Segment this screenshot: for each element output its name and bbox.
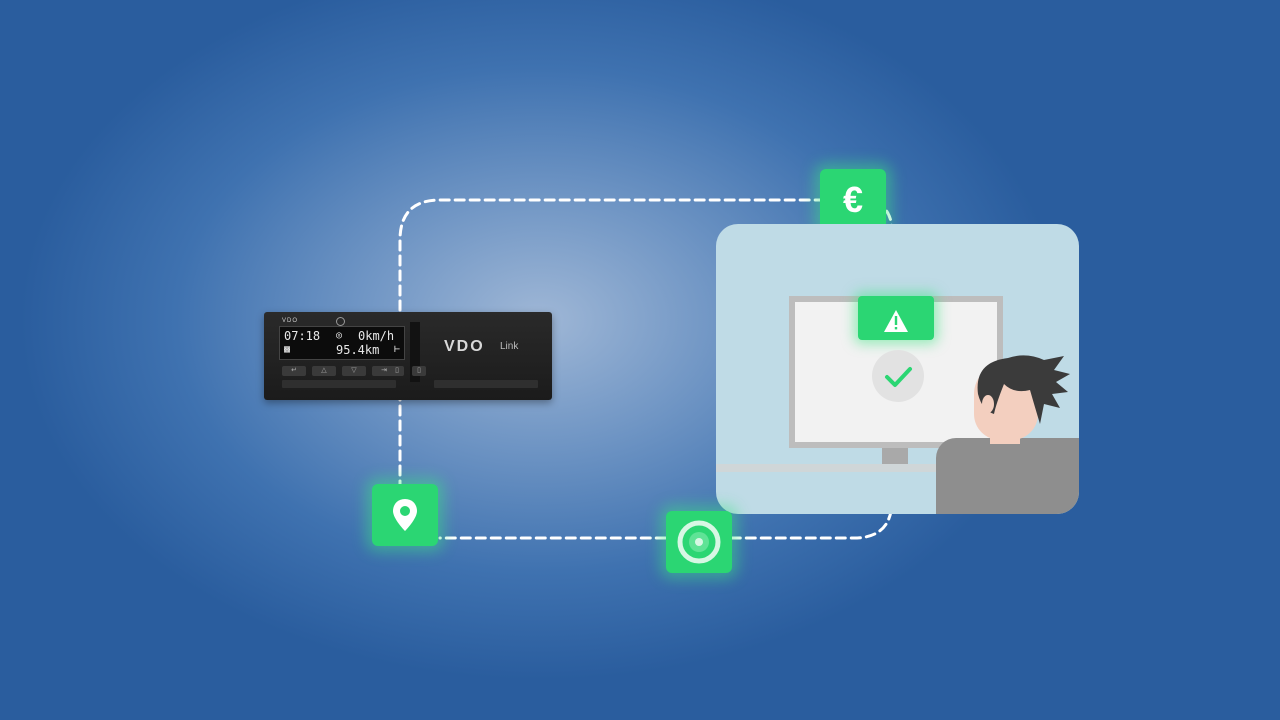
driver-card-icon: ▩ [284,344,291,355]
euro-icon: € [842,179,864,220]
down-button[interactable]: ▽ [342,366,366,376]
tachograph-device: VDO 07:18 ◎ 0km/h ▩ 95.4km ⊢ VDO Link ↵ … [264,312,552,400]
person-body [936,438,1079,514]
desk [716,464,1079,472]
steering-wheel-icon: ◎ [336,330,343,341]
tachograph-brand-small: VDO [282,318,299,324]
office-scene [716,224,1079,514]
person-hair [977,355,1070,424]
warning-icon [884,310,908,332]
display-time: 07:18 [284,329,321,343]
enter-button[interactable]: ↵ [282,366,306,376]
tachograph-brand-suffix: Link [500,341,519,352]
status-led-icon [336,317,345,326]
eject-button-1[interactable]: ▯ [390,366,404,376]
display-distance: 95.4km [336,343,380,357]
eject-button-2[interactable]: ▯ [412,366,426,376]
location-badge [372,484,438,546]
card-slot-1 [282,380,396,388]
tachograph-brand: VDO [444,338,485,355]
bed-icon: ⊢ [394,344,401,355]
monitor-stand [882,448,908,464]
card-slot [410,322,420,382]
back-button[interactable]: ⇥ [372,366,396,376]
tachograph-display: 07:18 ◎ 0km/h ▩ 95.4km ⊢ [279,326,405,360]
display-speed: 0km/h [358,329,395,343]
warning-badge [858,296,934,340]
up-button[interactable]: △ [312,366,336,376]
card-slot-2 [434,380,538,388]
euro-badge: € [820,169,886,231]
check-circle [872,350,924,402]
tire-badge [666,511,732,573]
tire-icon [677,520,721,564]
checkmark-icon [885,367,912,387]
location-pin-icon [393,499,417,531]
